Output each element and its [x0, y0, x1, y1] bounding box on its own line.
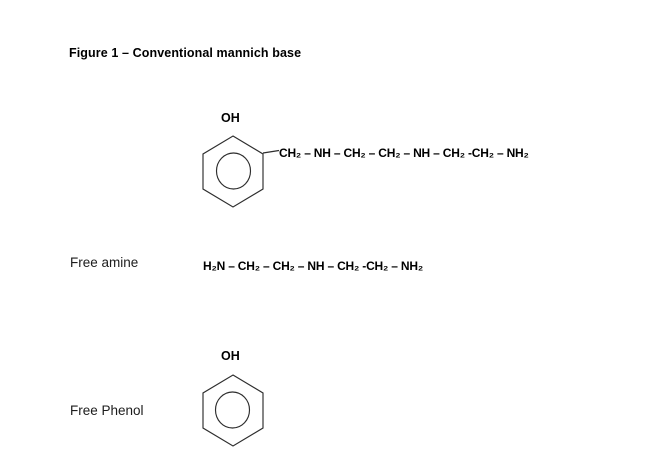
benzene-ring-mannich — [202, 135, 280, 208]
benzene-ring-phenol — [202, 374, 264, 447]
bond-line — [262, 149, 280, 154]
hydroxyl-label-phenol: OH — [221, 349, 240, 363]
figure-title: Figure 1 – Conventional mannich base — [69, 46, 302, 60]
aromatic-circle — [215, 152, 252, 190]
benzene-hexagon — [202, 135, 264, 208]
free-amine-label: Free amine — [70, 255, 139, 270]
hydroxyl-label-mannich: OH — [221, 111, 240, 125]
aromatic-circle — [214, 391, 251, 429]
free-phenol-label: Free Phenol — [70, 403, 144, 418]
free-amine-formula: H₂N – CH₂ – CH₂ – NH – CH₂ -CH₂ – NH₂ — [203, 259, 423, 273]
benzene-hexagon — [202, 374, 264, 447]
mannich-chain-formula: CH₂ – NH – CH₂ – CH₂ – NH – CH₂ -CH₂ – N… — [279, 146, 529, 160]
